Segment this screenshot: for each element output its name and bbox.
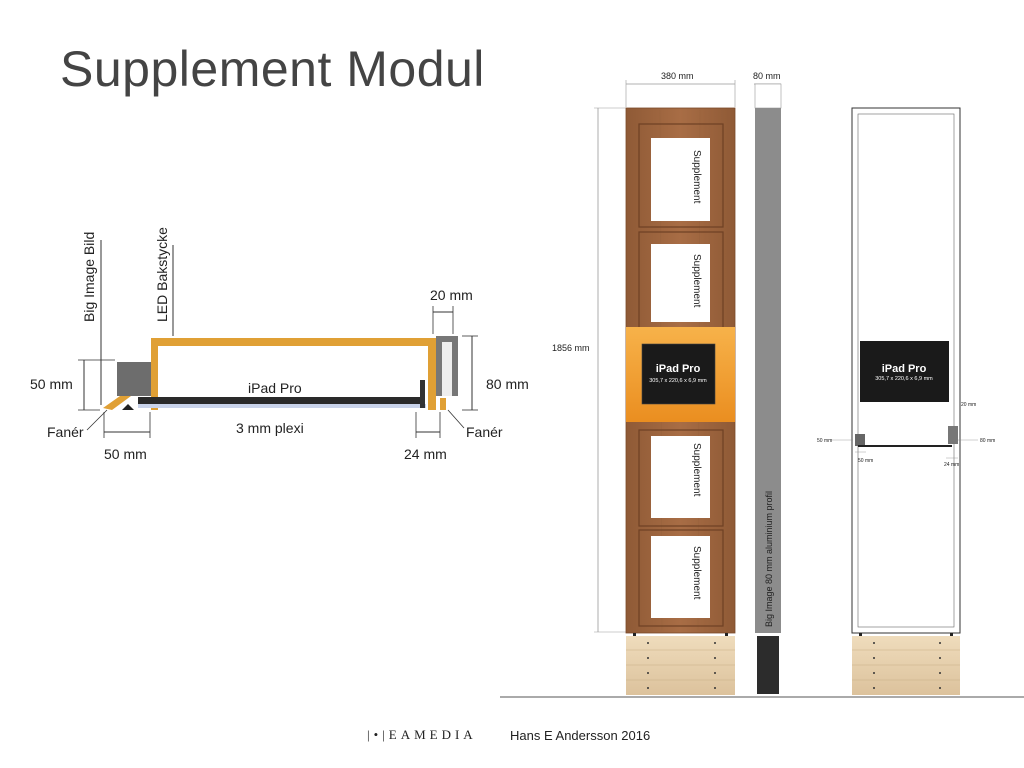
front-width-label: 380 mm — [661, 71, 694, 81]
faner-right-strip — [440, 398, 446, 410]
dim-80-label: 80 mm — [486, 376, 529, 392]
ipad-screen-front — [641, 343, 716, 405]
side-view: 80 mm Big Image 80 mm aluminium profil — [753, 71, 782, 694]
back-dim-50-b: 50 mm — [858, 458, 873, 464]
right-clip — [420, 380, 425, 408]
supplement-panel-1 — [651, 138, 710, 221]
supplement-label-2: Supplement — [691, 254, 702, 308]
aluminium-profile — [755, 108, 781, 633]
supplement-label-1: Supplement — [691, 150, 702, 204]
side-width-label: 80 mm — [753, 71, 781, 81]
side-base — [757, 636, 779, 694]
ipad-size-back: 305,7 x 220,6 x 6,9 mm — [875, 376, 933, 382]
ipad-pro-label: iPad Pro — [248, 380, 302, 396]
back-base — [852, 636, 960, 695]
ipad-title-back: iPad Pro — [882, 363, 927, 375]
big-image-bild-label: Big Image Bild — [81, 232, 97, 322]
supplement-label-3: Supplement — [691, 443, 702, 497]
supplement-panel-2 — [651, 244, 710, 322]
dim-50-horizontal-label: 50 mm — [104, 446, 147, 462]
ipad-bar — [138, 397, 421, 404]
dim-20-label: 20 mm — [430, 287, 473, 303]
ipad-size-front: 305,7 x 220,6 x 6,9 mm — [649, 378, 707, 384]
profile-label: Big Image 80 mm aluminium profil — [764, 491, 774, 627]
led-bakstycke-label: LED Bakstycke — [154, 227, 170, 322]
back-dim-24: 24 mm — [944, 462, 959, 468]
back-dim-20: 20 mm — [961, 402, 976, 408]
ipad-title-front: iPad Pro — [656, 363, 701, 375]
faner-left-label: Fanér — [47, 424, 84, 440]
front-height-label: 1856 mm — [552, 343, 590, 353]
faner-left-strip — [103, 396, 131, 410]
ipad-screen-back — [860, 341, 949, 402]
back-dim-50-a: 50 mm — [817, 438, 832, 444]
left-foot — [122, 404, 134, 410]
supplement-panel-3 — [651, 436, 710, 518]
right-profile-slot — [442, 342, 452, 396]
supplement-panel-4 — [651, 536, 710, 618]
front-view: 380 mm 1856 mm Supplement Supplement Sup… — [552, 71, 736, 695]
footer-credit: Hans E Andersson 2016 — [510, 728, 651, 743]
back-dim-80: 80 mm — [980, 438, 995, 444]
frame-right — [428, 338, 436, 410]
frame-left — [151, 338, 158, 410]
front-base — [626, 636, 735, 695]
dim-24-label: 24 mm — [404, 446, 447, 462]
cross-section: Big Image Bild LED Bakstycke iPad Pro 20… — [30, 227, 529, 462]
eamedia-logo: |•|EAMEDIA — [367, 727, 477, 742]
supplement-label-4: Supplement — [691, 546, 702, 600]
faner-right-label: Fanér — [466, 424, 503, 440]
dim-50-vertical-label: 50 mm — [30, 376, 73, 392]
back-view: iPad Pro 305,7 x 220,6 x 6,9 mm 20 mm 50… — [817, 107, 995, 695]
frame-top — [151, 338, 436, 346]
plexi-bar — [138, 404, 426, 408]
page-title: Supplement Modul — [60, 41, 485, 97]
plexi-label: 3 mm plexi — [236, 420, 304, 436]
left-bracket — [117, 362, 151, 396]
